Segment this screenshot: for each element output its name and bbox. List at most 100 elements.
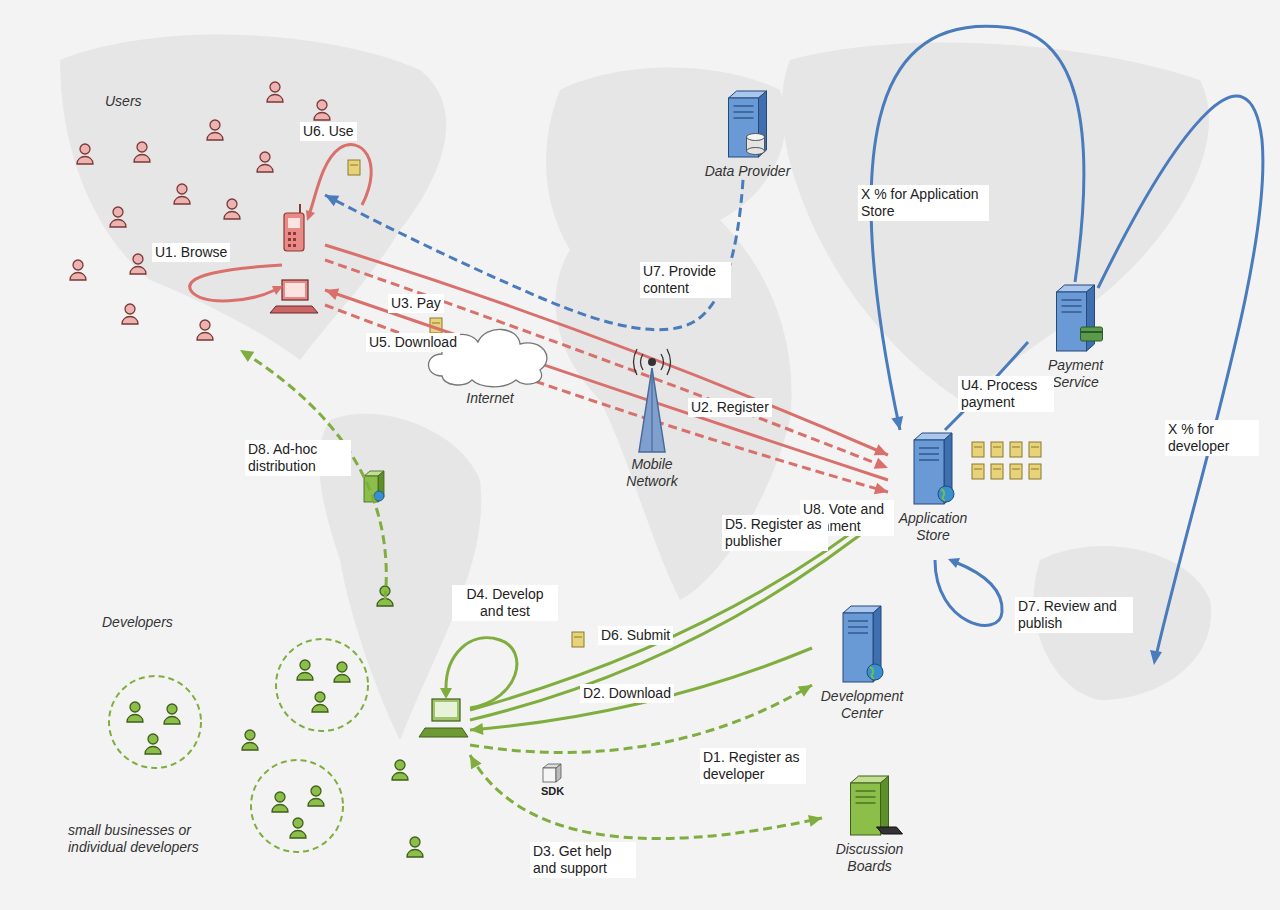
connector-line: [325, 245, 888, 455]
server-side: [881, 776, 889, 835]
package-band: [974, 447, 982, 448]
person-body: [314, 113, 330, 121]
node-label: Data Provider: [700, 163, 795, 180]
flow-connector: [325, 260, 888, 469]
connector-line: [325, 180, 743, 330]
keyboard: [877, 827, 903, 834]
person-head: [410, 837, 420, 847]
node-label: Mobile Network: [610, 456, 694, 490]
server-icon: [812, 603, 912, 688]
person-body: [242, 743, 258, 751]
package-band: [1012, 447, 1020, 448]
flow-connector: [325, 180, 743, 330]
person-icon: [207, 120, 223, 140]
group-ring: [251, 760, 343, 852]
edge-label: D1. Register as developer: [700, 748, 806, 784]
node-label: Development Center: [812, 688, 912, 722]
group-ring: [109, 676, 201, 768]
person-icon: [70, 260, 86, 280]
package-box: [1029, 442, 1041, 457]
person-body: [392, 773, 408, 781]
app-package: [972, 442, 984, 457]
arrowhead: [808, 815, 822, 827]
card-stripe: [1081, 331, 1103, 333]
server-slot: [1062, 299, 1082, 300]
globe: [867, 664, 883, 680]
person-icon: [407, 837, 423, 857]
arrowhead: [948, 558, 960, 568]
package-band: [1031, 447, 1039, 448]
labelled-icon: Internet: [420, 318, 560, 407]
antenna-spine: [651, 368, 652, 452]
app-package: [991, 442, 1003, 457]
payment-card: [1081, 327, 1103, 341]
person-head: [227, 199, 237, 209]
app-package: [1010, 464, 1022, 479]
labelled-icon: Application Store: [888, 430, 978, 544]
node-label: Users: [105, 93, 142, 110]
review-loop: [935, 560, 1002, 625]
server-slot: [919, 447, 939, 448]
person-icon: [127, 702, 143, 722]
person-head: [245, 730, 255, 740]
person-head: [293, 818, 303, 828]
step-label: U6. Use: [300, 122, 357, 141]
arrowhead: [874, 444, 888, 455]
user-computer: [270, 280, 318, 313]
arrowhead: [325, 289, 339, 300]
server-slot: [856, 796, 876, 797]
person-body: [224, 212, 240, 220]
edge-label: U3. Pay: [388, 294, 444, 313]
person-body: [127, 715, 143, 723]
server-slot: [919, 459, 939, 460]
person-head: [315, 692, 325, 702]
person-body: [267, 95, 283, 103]
group-ring: [276, 639, 368, 731]
edge-label: U2. Register: [688, 398, 772, 417]
server-slot: [919, 453, 939, 454]
package-band: [350, 165, 358, 166]
person-head: [200, 320, 210, 330]
edge-label: U7. Provide content: [640, 262, 731, 298]
app-package: [991, 464, 1003, 479]
person-head: [113, 207, 123, 217]
arrowhead: [1150, 650, 1162, 665]
person-body: [122, 317, 138, 325]
node-label: Developers: [102, 614, 173, 631]
node-label: Application Store: [888, 510, 978, 544]
database-bottom: [747, 148, 765, 155]
person-head: [73, 260, 83, 270]
package-box: [991, 464, 1003, 479]
arrowhead: [272, 286, 283, 295]
person-body: [290, 831, 306, 839]
app-package: [1010, 442, 1022, 457]
arrowhead: [470, 723, 483, 735]
server-icon: [888, 430, 978, 510]
package-band: [974, 469, 982, 470]
app-package: [348, 160, 360, 175]
person-icon: [164, 704, 180, 724]
connector-line: [325, 260, 888, 468]
step-label: X % for developer: [1165, 420, 1259, 456]
server-slot: [856, 790, 876, 791]
flow-connector: [325, 245, 888, 455]
connector-line: [325, 290, 888, 480]
flow-connector: [470, 648, 812, 735]
step-label: D7. Review and publish: [1015, 597, 1133, 633]
step-label: D4. Develop and test: [452, 585, 558, 621]
person-icon: [267, 82, 283, 102]
server-slot: [734, 111, 754, 112]
person-head: [167, 704, 177, 714]
flow-connector: [325, 305, 888, 494]
package-box: [572, 632, 584, 647]
developer-groups: [109, 639, 368, 852]
person-body: [207, 133, 223, 141]
package-box: [972, 442, 984, 457]
person-body: [297, 673, 313, 681]
arrowhead: [240, 350, 254, 362]
package-band: [574, 637, 582, 638]
package-band: [1012, 469, 1020, 470]
person-icon: [334, 662, 350, 682]
